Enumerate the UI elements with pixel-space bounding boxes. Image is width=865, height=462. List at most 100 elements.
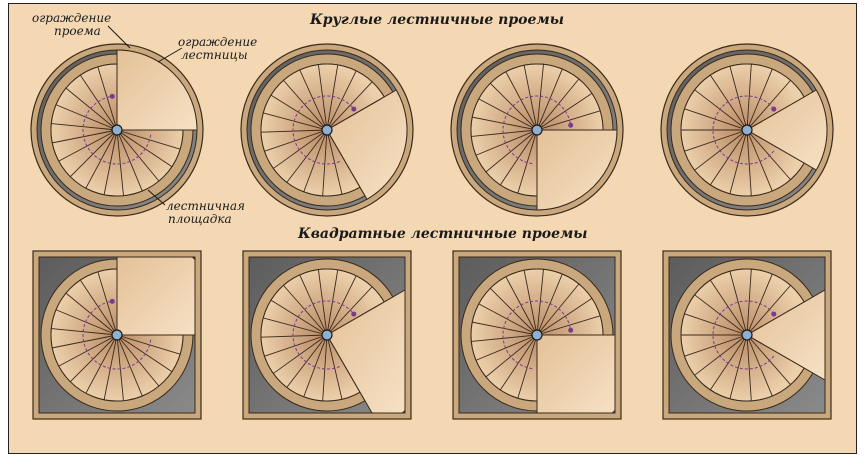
tread-edge	[746, 269, 752, 336]
tread-edge	[684, 108, 748, 131]
tread-edge	[261, 334, 328, 338]
tread-edge	[517, 334, 538, 399]
landing-label-line1: лестничная	[166, 199, 245, 213]
tread-edge	[746, 64, 752, 131]
tread-edge	[746, 80, 791, 131]
tread-edge	[746, 68, 773, 131]
newel-post	[741, 124, 753, 136]
square-stair-3	[452, 250, 622, 420]
tread-edge	[65, 87, 118, 131]
walk-arrow	[351, 106, 357, 112]
tread-edge	[746, 285, 791, 336]
tread-edge	[303, 129, 328, 192]
tread-edge	[536, 92, 593, 131]
landing	[746, 89, 828, 171]
newel-post	[111, 124, 123, 136]
tread-edge	[517, 129, 538, 194]
tread-edge	[283, 285, 328, 336]
tread-edge	[746, 129, 791, 180]
tread-edge	[286, 334, 328, 388]
walk-line	[502, 95, 572, 165]
tread-edge	[51, 123, 118, 131]
opening-railing-label: ограждение проема	[32, 12, 111, 38]
tread-edge	[326, 334, 343, 400]
tread-edge	[505, 276, 538, 336]
landing	[326, 89, 408, 200]
tread-edge	[478, 303, 538, 336]
walk-arrow	[771, 311, 777, 317]
tread-edge	[116, 334, 181, 355]
walk-arrow	[109, 298, 115, 304]
tread-edge	[694, 334, 748, 376]
tread-edge	[536, 269, 544, 336]
tread-edge	[523, 65, 538, 131]
tread-edge	[729, 271, 748, 336]
walk-line	[82, 300, 152, 370]
tread-edge	[746, 334, 773, 397]
tread-edge	[536, 315, 601, 336]
tread-edge	[485, 334, 538, 378]
tread-edge	[270, 299, 328, 336]
tread-edge	[326, 81, 373, 131]
tread-edge	[326, 275, 357, 336]
tread-edge	[536, 283, 580, 336]
tread-edge	[746, 273, 773, 336]
tread-edge	[505, 71, 538, 131]
tread-edge	[694, 129, 748, 171]
landing-label: лестничная площадка	[166, 200, 245, 226]
tread-edge	[103, 129, 118, 195]
square-openings-title: Квадратные лестничные проемы	[298, 226, 588, 242]
walk-line	[82, 95, 152, 165]
newel-post	[321, 329, 333, 341]
tread-edge	[709, 74, 748, 131]
tread-edge	[326, 70, 357, 131]
square-stair-4	[662, 250, 832, 420]
tread-edge	[684, 334, 748, 357]
tread-edge	[709, 279, 748, 336]
round-stair-4	[660, 43, 834, 217]
tread-edge	[65, 292, 118, 336]
tread-edge	[684, 129, 748, 152]
tread-edge	[116, 129, 124, 196]
tread-edge	[729, 129, 748, 194]
walk-arrow	[351, 311, 357, 317]
tread-edge	[116, 334, 160, 387]
tread-edge	[536, 64, 544, 131]
opening-railing-label-line2: проема	[54, 24, 101, 38]
walk-line	[502, 300, 572, 370]
tread-edge	[536, 297, 593, 336]
landing	[116, 256, 196, 336]
tread-edge	[286, 129, 328, 183]
newel-post	[111, 329, 123, 341]
tread-edge	[729, 334, 748, 399]
tread-edge	[536, 78, 580, 131]
tread-edge	[116, 334, 124, 401]
tread-edge	[85, 129, 118, 189]
tread-edge	[471, 334, 538, 342]
tread-edge	[472, 116, 538, 131]
tread-edge	[478, 98, 538, 131]
tread-edge	[326, 269, 339, 336]
round-openings-row	[30, 43, 834, 217]
tread-edge	[263, 112, 328, 131]
tread-edge	[317, 64, 328, 131]
tread-edge	[58, 334, 118, 367]
tread-edge	[684, 313, 748, 336]
tread-edge	[326, 64, 339, 131]
stair-railing-label-line1: ограждение	[178, 35, 258, 49]
tread-edge	[116, 129, 181, 150]
walk-line	[292, 95, 355, 165]
stair-railing-label: ограждение лестницы	[178, 36, 257, 62]
tread-edge	[317, 269, 328, 336]
tread-edge	[303, 334, 328, 397]
tread-edge	[283, 80, 328, 131]
tread-edge	[694, 89, 748, 131]
tread-edge	[471, 129, 538, 137]
tread-edge	[472, 321, 538, 336]
tread-edge	[103, 334, 118, 400]
tread-edge	[85, 334, 118, 394]
tread-edge	[264, 334, 328, 357]
tread-edge	[116, 334, 173, 373]
tread-edge	[709, 129, 748, 186]
